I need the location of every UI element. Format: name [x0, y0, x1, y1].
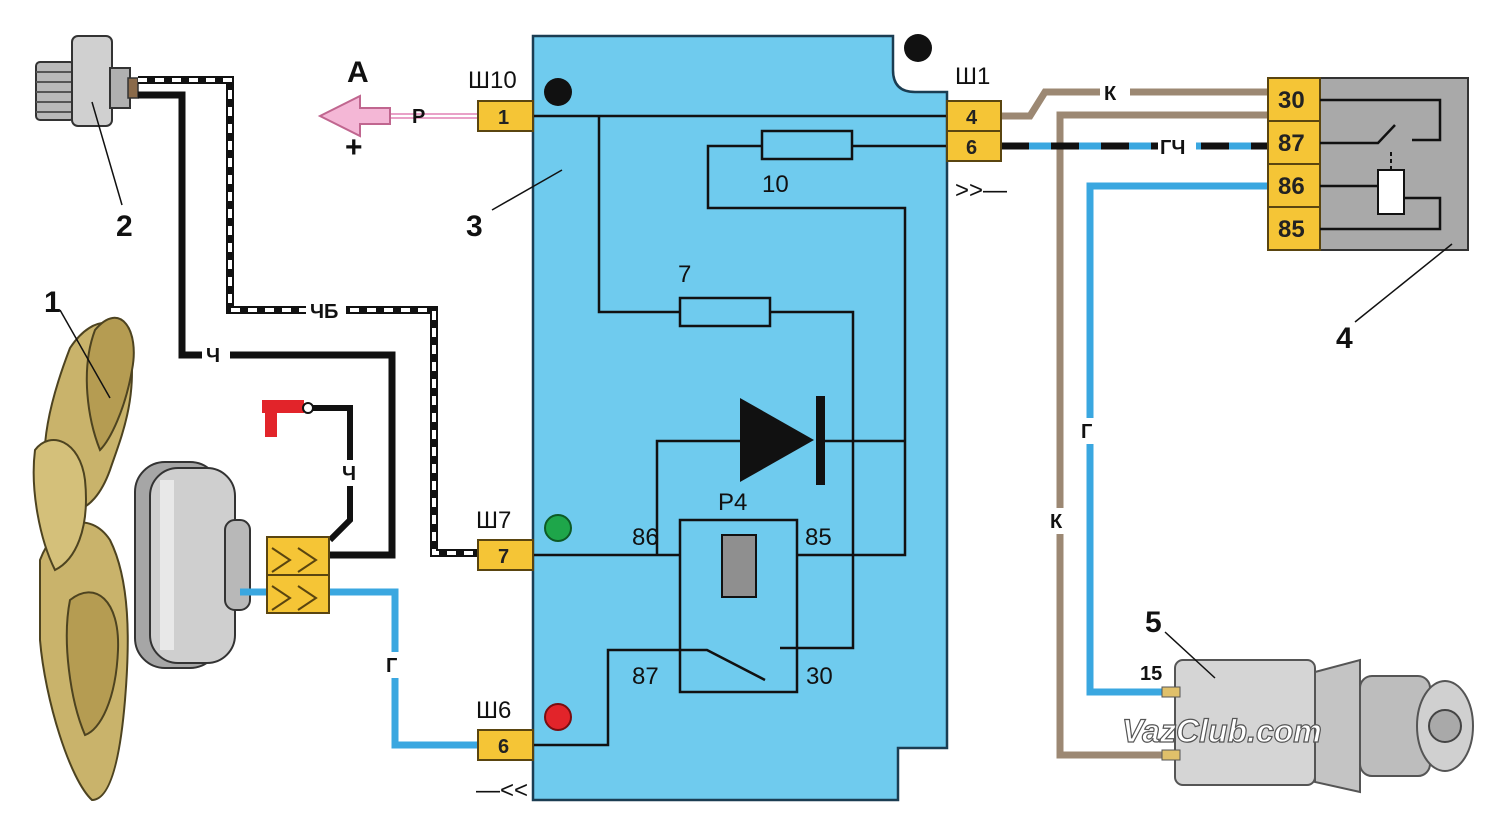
block-hole-top-left	[544, 78, 572, 106]
relay-p4-label: Р4	[718, 489, 747, 516]
sh6-pin-number: 6	[498, 736, 509, 758]
ext-relay-pin-87: 87	[1278, 130, 1305, 157]
sh7-pin-number: 7	[498, 546, 509, 568]
wire-label-k-1: К	[1104, 83, 1117, 105]
wire-label-gch: ГЧ	[1160, 137, 1185, 159]
fuse-7	[678, 296, 772, 328]
wire-label-r: Р	[412, 106, 425, 128]
relay-pin-30: 30	[806, 663, 833, 690]
fan-connector-icon	[266, 536, 330, 614]
sh6-pin	[477, 729, 534, 761]
sh1-pin-4: 4	[966, 107, 978, 129]
relay-pin-86: 86	[632, 524, 659, 551]
wire-label-g-1: Г	[386, 655, 397, 677]
sh1-direction-mark: >>—	[955, 177, 1007, 204]
arrow-a-icon	[317, 94, 391, 138]
ground-icon	[262, 400, 314, 437]
green-led	[544, 514, 572, 542]
ignition-switch-icon	[1161, 658, 1474, 794]
block-internal-wiring	[533, 114, 947, 747]
ext-relay-pin-30: 30	[1278, 87, 1305, 114]
callout-leaders	[59, 101, 1453, 679]
temperature-sensor-icon	[35, 35, 139, 127]
sh1-label: Ш1	[955, 63, 990, 90]
wire-label-k-2: К	[1050, 511, 1063, 533]
callout-5: 5	[1145, 606, 1162, 639]
wire-label-ch-2: Ч	[342, 463, 356, 485]
diode-icon	[740, 396, 825, 485]
relay-pin-85: 85	[805, 524, 832, 551]
sh10-pin-number: 1	[498, 107, 509, 129]
ext-relay-pin-85: 85	[1278, 216, 1305, 243]
external-relay-icon	[1267, 77, 1469, 251]
fuse-7-label: 7	[678, 261, 691, 288]
sh10-pin	[477, 100, 534, 132]
sh1-pin-6: 6	[966, 137, 977, 159]
arrow-plus: +	[345, 131, 363, 164]
fuse-10-label: 10	[762, 171, 789, 198]
wire-label-cb: ЧБ	[310, 301, 338, 323]
sh6-direction-mark: —<<	[476, 777, 528, 804]
watermark: VazClub.com	[1122, 713, 1322, 749]
sh10-label: Ш10	[468, 67, 517, 94]
sh1-pin-bottom	[946, 130, 1002, 162]
ext-relay-pin-86: 86	[1278, 173, 1305, 200]
relay-pin-87: 87	[632, 663, 659, 690]
fan-motor-icon	[134, 461, 251, 669]
callout-2: 2	[116, 210, 133, 243]
fan-blades-icon	[32, 316, 135, 802]
sh1-pin-top	[946, 100, 1002, 132]
ignition-pin-15: 15	[1140, 663, 1162, 685]
sh7-label: Ш7	[476, 507, 511, 534]
callout-3: 3	[466, 210, 483, 243]
callout-4: 4	[1336, 322, 1353, 355]
arrow-letter: A	[347, 56, 369, 89]
block-hole-top-right	[904, 34, 932, 62]
fuse-10	[760, 129, 854, 161]
wire-label-g-2: Г	[1081, 421, 1092, 443]
wire-label-ch-1: Ч	[206, 345, 220, 367]
red-led	[544, 703, 572, 731]
callout-1: 1	[44, 286, 61, 319]
sh7-pin	[477, 539, 534, 571]
sh6-label: Ш6	[476, 697, 511, 724]
